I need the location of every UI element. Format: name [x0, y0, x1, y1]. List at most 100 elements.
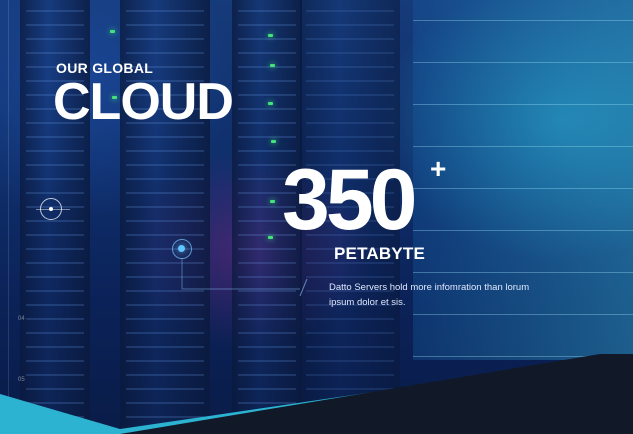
server-led-light — [268, 102, 273, 105]
rack-slot — [26, 318, 84, 320]
footer-diagonal-shape — [0, 354, 633, 434]
server-rack-background — [120, 0, 210, 434]
server-led-light — [268, 34, 273, 37]
rack-slot — [26, 304, 84, 306]
rack-slot — [126, 416, 204, 418]
stat-number: 350 — [282, 152, 417, 248]
rack-slot — [306, 304, 394, 306]
step-number-04[interactable]: 04 — [18, 316, 25, 322]
rack-slot — [126, 178, 204, 180]
rack-slot — [126, 150, 204, 152]
rack-slot — [238, 136, 296, 138]
rack-slot — [306, 374, 394, 376]
rack-slot — [306, 192, 394, 194]
panel-line — [413, 356, 633, 357]
rack-slot — [26, 248, 84, 250]
rack-slot — [306, 206, 394, 208]
rack-slot — [238, 262, 296, 264]
rack-slot — [126, 122, 204, 124]
rack-slot — [126, 206, 204, 208]
stat-description: Datto Servers hold more infomration than… — [329, 282, 530, 308]
rack-slot — [26, 122, 84, 124]
rack-slot — [306, 164, 394, 166]
rack-slot — [126, 10, 204, 12]
rack-slot — [126, 234, 204, 236]
rack-slot — [238, 192, 296, 194]
rack-slot — [238, 66, 296, 68]
rack-slot — [126, 276, 204, 278]
rack-slot — [306, 388, 394, 390]
rack-slot — [306, 136, 394, 138]
rack-slot — [126, 136, 204, 138]
rack-slot — [306, 262, 394, 264]
rack-slot — [306, 346, 394, 348]
rack-slot — [238, 108, 296, 110]
rack-slot — [126, 248, 204, 250]
rack-slot — [306, 52, 394, 54]
rack-slot — [238, 122, 296, 124]
rack-slot — [306, 332, 394, 334]
server-led-light — [270, 64, 275, 67]
rack-slot — [26, 374, 84, 376]
rack-slot — [126, 108, 204, 110]
rack-slot — [126, 80, 204, 82]
rack-slot — [26, 388, 84, 390]
rack-slot — [26, 262, 84, 264]
rack-slot — [26, 136, 84, 138]
rack-slot — [26, 360, 84, 362]
rack-slot — [306, 94, 394, 96]
rack-slot — [26, 276, 84, 278]
rack-slot — [126, 262, 204, 264]
rack-slot — [26, 178, 84, 180]
panel-line — [413, 146, 633, 147]
rack-slot — [238, 220, 296, 222]
rack-slot — [238, 402, 296, 404]
rack-slot — [306, 248, 394, 250]
rack-slot — [26, 346, 84, 348]
panel-line — [413, 104, 633, 105]
rack-slot — [126, 66, 204, 68]
rack-slot — [238, 304, 296, 306]
rack-slot — [238, 80, 296, 82]
circle-marker-icon[interactable] — [40, 198, 62, 220]
rack-slot — [306, 80, 394, 82]
stat-suffix: + — [430, 153, 447, 184]
server-led-light — [112, 96, 117, 99]
rack-slot — [238, 318, 296, 320]
rack-slot — [26, 24, 84, 26]
rack-slot — [26, 52, 84, 54]
active-dot-icon[interactable] — [172, 239, 192, 259]
rack-slot — [238, 290, 296, 292]
rack-slot — [126, 388, 204, 390]
rack-slot — [306, 276, 394, 278]
rack-slot — [26, 38, 84, 40]
rack-slot — [238, 360, 296, 362]
rack-slot — [238, 164, 296, 166]
rack-slot — [26, 192, 84, 194]
rack-slot — [238, 248, 296, 250]
rack-slot — [26, 332, 84, 334]
rack-slot — [126, 52, 204, 54]
rack-slot — [126, 402, 204, 404]
rack-slot — [126, 374, 204, 376]
rack-slot — [306, 178, 394, 180]
rack-slot — [306, 108, 394, 110]
rack-slot — [238, 206, 296, 208]
rack-slot — [238, 388, 296, 390]
rack-slot — [238, 24, 296, 26]
rack-slot — [238, 150, 296, 152]
panel-line — [413, 62, 633, 63]
rack-slot — [126, 192, 204, 194]
rack-slot — [26, 108, 84, 110]
rack-slot — [306, 220, 394, 222]
rack-slot — [238, 94, 296, 96]
rack-slot — [126, 94, 204, 96]
rack-slot — [238, 276, 296, 278]
server-led-light — [270, 200, 275, 203]
rack-slot — [238, 346, 296, 348]
panel-line — [413, 20, 633, 21]
step-number-05[interactable]: 05 — [18, 377, 25, 383]
rack-slot — [126, 24, 204, 26]
rack-slot — [306, 66, 394, 68]
